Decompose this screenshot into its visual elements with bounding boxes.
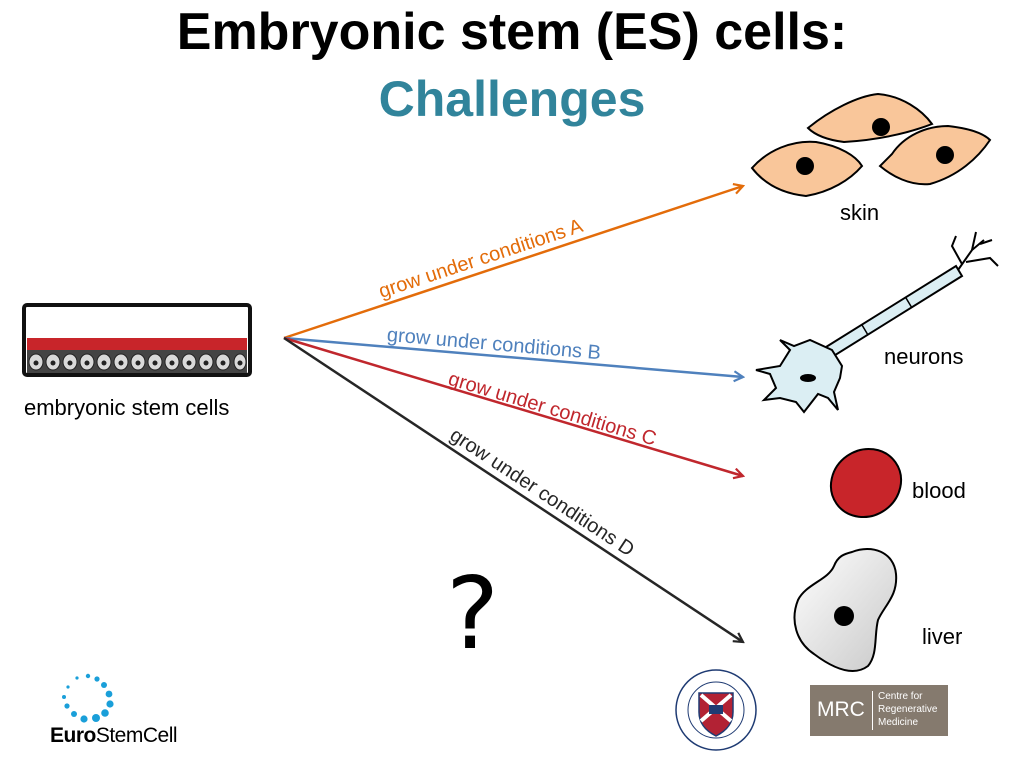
title-line-1: Embryonic stem (ES) cells: xyxy=(176,3,848,61)
liver-label: liver xyxy=(922,624,963,649)
eurostemcell-logo-icon xyxy=(62,673,114,723)
culture-dish-icon xyxy=(22,303,252,377)
arrow-conditions-c xyxy=(283,336,743,476)
blood-label: blood xyxy=(912,478,966,503)
skin-label: skin xyxy=(840,200,880,225)
arrow-conditions-a xyxy=(283,186,743,340)
title-line-2: Challenges xyxy=(378,71,646,127)
unknown-question-mark: ? xyxy=(446,555,500,672)
university-of-edinburgh-logo xyxy=(675,669,757,751)
embryonic-stem-cells-label: embryonic stem cells xyxy=(24,395,230,420)
neurons-label: neurons xyxy=(884,344,964,369)
blood-cell-icon xyxy=(829,447,903,519)
neuron-icon xyxy=(755,231,999,414)
mrc-logo: MRC Centre for Regenerative Medicine xyxy=(810,685,948,736)
liver-cell-icon xyxy=(793,548,898,672)
skin-cells-icon xyxy=(750,92,992,198)
arrow-conditions-d xyxy=(283,336,743,642)
arrow-conditions-b xyxy=(283,336,743,377)
eurostemcell-logo-text: EuroStemCell xyxy=(50,724,178,747)
